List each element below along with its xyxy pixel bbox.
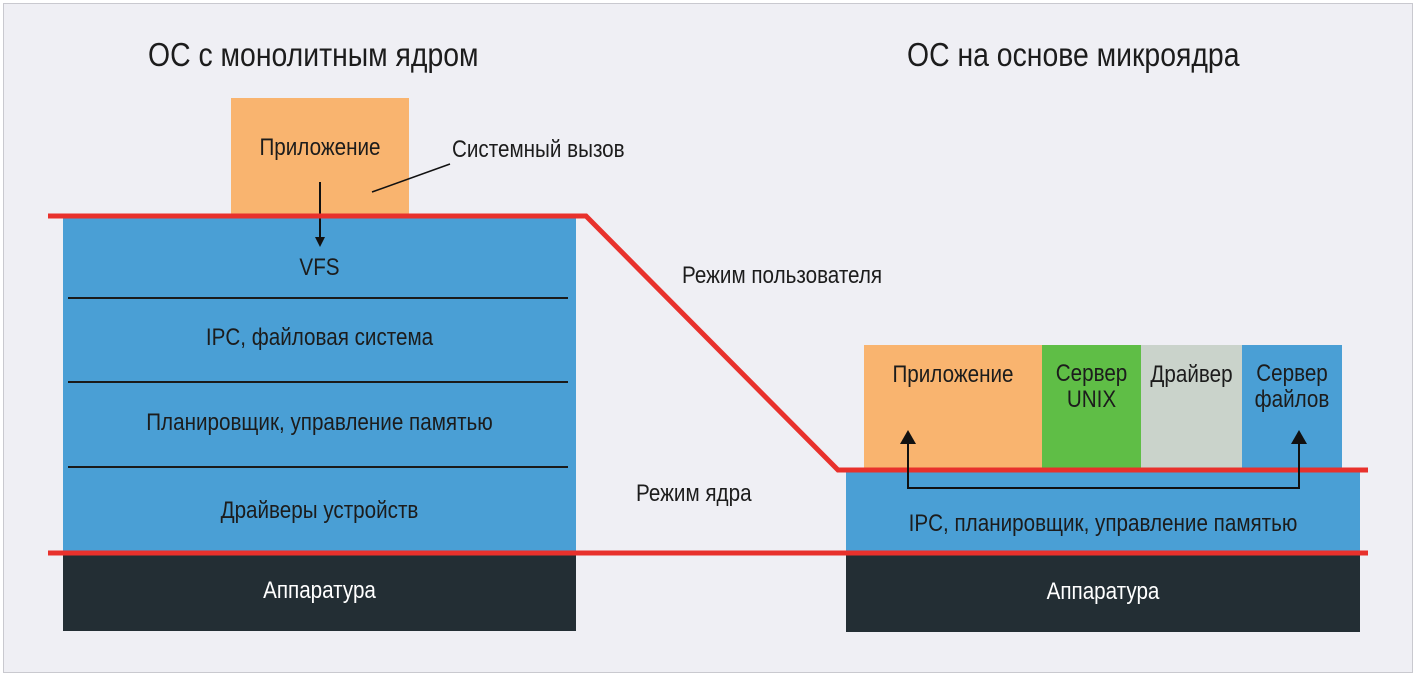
layer-divider [68,466,568,468]
microkernel-title: ОС на основе микроядра [907,36,1240,73]
monolithic-kernel-block: VFS IPC, файловая система Планировщик, у… [63,216,576,553]
syscall-pointer-line [371,163,451,193]
kernel-layer-drivers: Драйверы устройств [220,496,419,524]
layer-divider [68,297,568,299]
monolithic-hardware-block: Аппаратура [63,553,576,631]
unix-server-box: Сервер UNIX [1042,345,1141,470]
monolithic-hardware-label: Аппаратура [263,576,376,604]
driver-box: Драйвер [1141,345,1242,470]
kernel-layer-ipc-fs: IPC, файловая система [205,323,434,351]
micro-application-label: Приложение [892,360,1014,388]
file-server-label: Сервер файлов [1254,359,1330,413]
driver-label: Драйвер [1150,360,1233,388]
user-mode-label: Режим пользователя [682,262,883,289]
file-server-box: Сервер файлов [1242,345,1342,470]
unix-server-label: Сервер UNIX [1055,359,1128,413]
ipc-arrow-to-application-icon [900,430,916,444]
microkernel-label: IPC, планировщик, управление памятью [908,509,1298,537]
kernel-mode-label: Режим ядра [636,480,752,507]
micro-application-box: Приложение [864,345,1042,470]
monolithic-application-label: Приложение [259,133,381,161]
microkernel-block: IPC, планировщик, управление памятью [846,470,1360,554]
monolithic-title: ОС с монолитным ядром [148,36,479,73]
kernel-layer-scheduler: Планировщик, управление памятью [146,408,493,436]
syscall-label: Системный вызов [452,136,625,163]
layer-divider [68,381,568,383]
ipc-arrow-to-file-server-icon [1291,430,1307,444]
kernel-layer-vfs: VFS [299,253,340,281]
user-kernel-boundary-line [48,213,1368,473]
micro-hardware-label: Аппаратура [1046,577,1160,605]
micro-hardware-block: Аппаратура [846,554,1360,632]
ipc-message-path [907,436,1300,489]
